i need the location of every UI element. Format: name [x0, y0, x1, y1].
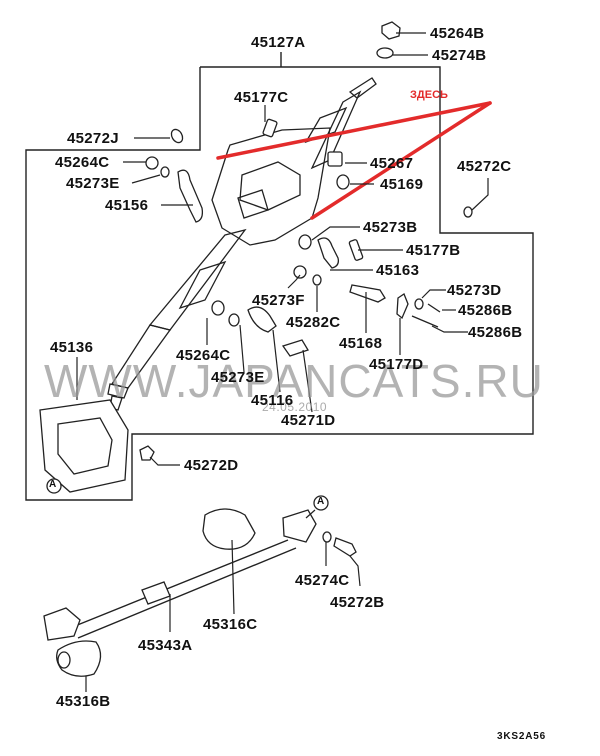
watermark-date: 24.05.2010 [262, 400, 328, 414]
part-label-45127a[interactable]: 45127A [251, 34, 306, 51]
part-label-45136[interactable]: 45136 [50, 339, 94, 356]
part-label-45273b[interactable]: 45273B [363, 219, 418, 236]
part-label-45274b[interactable]: 45274B [432, 47, 487, 64]
part-label-45177c[interactable]: 45177C [234, 89, 289, 106]
part-label-45169[interactable]: 45169 [380, 176, 424, 193]
small-parts [39, 21, 473, 677]
part-label-45267[interactable]: 45267 [370, 155, 414, 172]
part-label-45272b[interactable]: 45272B [330, 594, 385, 611]
part-label-45316c[interactable]: 45316C [203, 616, 258, 633]
part-label-45177b[interactable]: 45177B [406, 242, 461, 259]
leader-lines [76, 32, 489, 692]
part-label-45273e[interactable]: 45273E [211, 369, 265, 386]
part-label-45272d[interactable]: 45272D [184, 457, 239, 474]
part-label-45273f[interactable]: 45273F [252, 292, 305, 309]
part-label-45316b[interactable]: 45316B [56, 693, 111, 710]
annotation-here-label: ЗДЕСЬ [410, 89, 448, 101]
part-label-45116[interactable]: 45116 [251, 392, 294, 409]
part-label-45264c[interactable]: 45264C [176, 347, 231, 364]
part-label-45168[interactable]: 45168 [339, 335, 383, 352]
part-label-45343a[interactable]: 45343A [138, 637, 193, 654]
part-label-45286b[interactable]: 45286B [468, 324, 523, 341]
part-label-45264c[interactable]: 45264C [55, 154, 110, 171]
callout-marker-a: A [49, 479, 57, 490]
part-label-45271d[interactable]: 45271D [281, 412, 336, 429]
part-label-45273e[interactable]: 45273E [66, 175, 120, 192]
part-label-45274c[interactable]: 45274C [295, 572, 350, 589]
watermark-text: WWW.JAPANCATS.RU [44, 355, 544, 407]
part-label-45163[interactable]: 45163 [376, 262, 420, 279]
assembly-outline [25, 52, 534, 501]
part-label-45273d[interactable]: 45273D [447, 282, 502, 299]
part-label-45156[interactable]: 45156 [105, 197, 149, 214]
callout-marker-a: A [317, 496, 325, 507]
red-pointer-lines [216, 101, 492, 220]
part-label-45282c[interactable]: 45282C [286, 314, 341, 331]
part-label-45286b[interactable]: 45286B [458, 302, 513, 319]
diagram-code: 3KS2A56 [497, 731, 546, 742]
part-label-45177d[interactable]: 45177D [369, 356, 424, 373]
part-label-45272j[interactable]: 45272J [67, 130, 119, 147]
part-label-45272c[interactable]: 45272C [457, 158, 512, 175]
part-label-45264b[interactable]: 45264B [430, 25, 485, 42]
